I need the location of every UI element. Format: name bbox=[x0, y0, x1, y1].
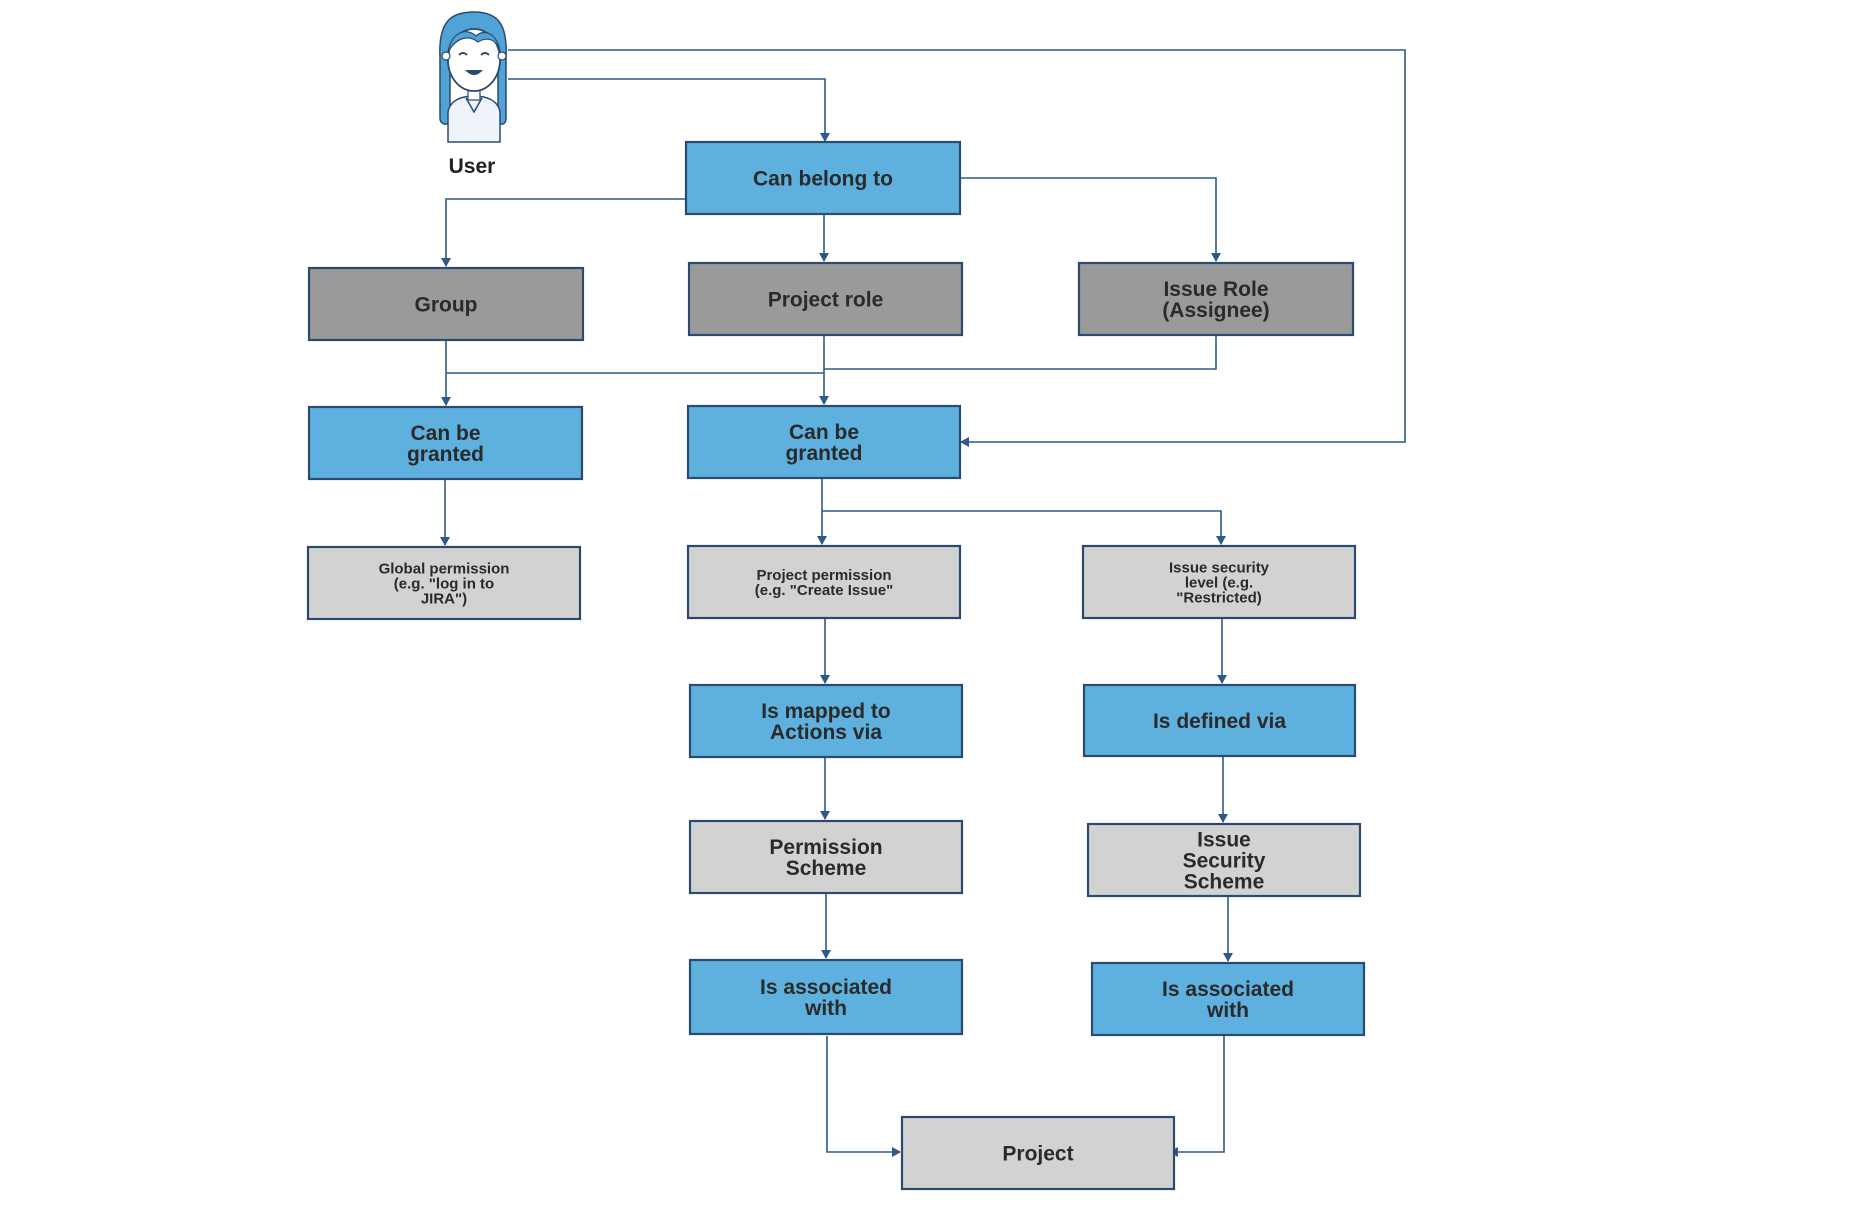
node-issue-role-label-line: Issue Role bbox=[1163, 278, 1268, 301]
node-can-belong-to-box bbox=[684, 140, 962, 216]
node-project-permission-box bbox=[686, 544, 962, 620]
node-project-role: Project role bbox=[687, 261, 964, 337]
node-can-be-granted-project-box bbox=[686, 404, 962, 480]
node-can-be-granted-project-label-line: Can be bbox=[789, 421, 859, 444]
node-global-permission-box bbox=[306, 545, 582, 621]
edge-user-to-can-belong-to bbox=[508, 78, 830, 142]
edge-issue-role-to-can-be-granted bbox=[824, 336, 1217, 370]
node-project-role-label-line: Project role bbox=[768, 289, 884, 312]
node-can-be-granted-project-label-line: granted bbox=[785, 442, 862, 465]
node-permission-scheme-label-line: Scheme bbox=[786, 857, 867, 880]
node-project-permission: Project permission(e.g. "Create Issue" bbox=[686, 544, 962, 620]
node-project-box bbox=[900, 1115, 1176, 1191]
node-is-associated-with-left-box bbox=[688, 958, 964, 1036]
node-project-permission-label-line: (e.g. "Create Issue" bbox=[755, 582, 893, 599]
node-is-mapped-to-actions-label-line: Actions via bbox=[770, 721, 882, 744]
node-project-label-line: Project bbox=[1002, 1143, 1073, 1166]
node-permission-scheme-label-line: Permission bbox=[769, 836, 882, 859]
node-issue-security-scheme-box bbox=[1086, 822, 1362, 898]
user-label: User bbox=[449, 155, 496, 178]
edge-is-associated-left-to-project bbox=[826, 1036, 901, 1157]
node-issue-security-level-box bbox=[1081, 544, 1357, 620]
node-project: Project bbox=[900, 1115, 1176, 1191]
node-issue-role: Issue Role(Assignee) bbox=[1077, 261, 1355, 337]
edge-can-belong-to-issue-role bbox=[960, 177, 1221, 262]
node-global-permission-label-line: Global permission bbox=[379, 560, 510, 577]
node-is-associated-with-left-label-line: with bbox=[804, 997, 847, 1020]
node-can-be-granted-global-box bbox=[307, 405, 584, 481]
node-issue-security-level-label-line: "Restricted) bbox=[1176, 589, 1261, 606]
node-issue-security-level-label-line: Issue security bbox=[1169, 559, 1270, 576]
node-is-defined-via-label-line: Is defined via bbox=[1153, 710, 1286, 733]
node-issue-security-level-label-line: level (e.g. bbox=[1185, 574, 1253, 591]
node-issue-role-label-line: (Assignee) bbox=[1162, 299, 1269, 322]
node-project-permission-label-line: Project permission bbox=[756, 567, 891, 584]
node-global-permission-label-line: JIRA") bbox=[421, 590, 467, 607]
node-can-belong-to-label-line: Can belong to bbox=[753, 168, 893, 191]
node-can-be-granted-global-label-line: Can be bbox=[410, 422, 480, 445]
node-group-box bbox=[307, 266, 585, 342]
node-issue-security-scheme-label-line: Scheme bbox=[1184, 871, 1265, 894]
edge-can-belong-to-group bbox=[441, 198, 686, 267]
node-is-associated-with-right-label-line: Is associated bbox=[1162, 978, 1294, 1001]
node-is-mapped-to-actions-label-line: Is mapped to bbox=[761, 700, 891, 723]
user-avatar-icon bbox=[439, 11, 507, 143]
node-project-role-box bbox=[687, 261, 964, 337]
node-issue-security-scheme-label-line: Issue bbox=[1197, 829, 1251, 852]
node-is-defined-via-box bbox=[1082, 683, 1357, 758]
node-issue-role-box bbox=[1077, 261, 1355, 337]
node-can-be-granted-global-label-line: granted bbox=[407, 443, 484, 466]
node-can-belong-to: Can belong to bbox=[684, 140, 962, 216]
node-permission-scheme-box bbox=[688, 819, 964, 895]
node-is-associated-with-right-box bbox=[1090, 961, 1366, 1037]
connector-lines bbox=[440, 49, 1406, 1157]
node-is-defined-via: Is defined via bbox=[1082, 683, 1357, 758]
node-group: Group bbox=[307, 266, 585, 342]
edge-user-to-can-be-granted bbox=[508, 49, 1406, 447]
edge-can-be-granted-to-issue-security-level bbox=[822, 510, 1226, 545]
node-is-mapped-to-actions-box bbox=[688, 683, 964, 759]
node-global-permission-label-line: (e.g. "log in to bbox=[394, 575, 494, 592]
node-is-associated-with-left-label-line: Is associated bbox=[760, 976, 892, 999]
edge-is-associated-right-to-project bbox=[1169, 1036, 1225, 1157]
node-issue-security-scheme-label-line: Security bbox=[1183, 850, 1266, 873]
node-group-label-line: Group bbox=[415, 294, 478, 317]
node-is-associated-with-right-label-line: with bbox=[1206, 999, 1249, 1022]
